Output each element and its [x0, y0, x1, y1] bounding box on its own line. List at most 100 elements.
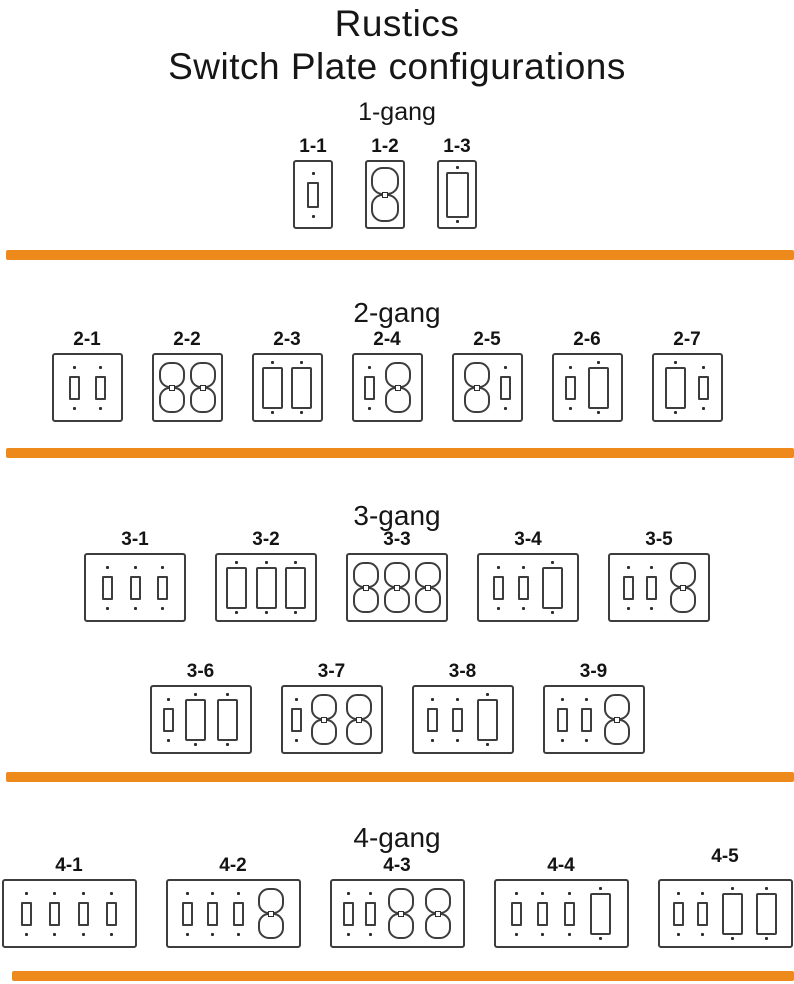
screw-icon — [569, 406, 573, 410]
outlet-circle — [384, 562, 410, 588]
outlet-circle — [311, 719, 337, 745]
toggle-lever — [646, 575, 657, 600]
toggle-switch-icon — [106, 891, 118, 936]
rocker-button — [590, 892, 612, 935]
screw-icon — [730, 937, 734, 940]
plate-unit: 3-9 — [542, 662, 645, 754]
plate-label: 3-8 — [448, 661, 477, 682]
toggle-switch-icon — [49, 891, 61, 936]
toggle-lever — [207, 901, 219, 926]
orange-divider — [12, 971, 794, 981]
toggle-lever — [94, 375, 106, 400]
rocker-button — [255, 566, 277, 609]
rocker-switch-icon — [285, 561, 307, 614]
toggle-lever — [363, 375, 375, 400]
screw-icon — [24, 932, 28, 936]
switch-plate-4-2 — [165, 879, 301, 948]
toggle-switch-icon — [342, 891, 354, 936]
rocker-button — [665, 366, 687, 409]
screw-icon — [455, 220, 459, 223]
toggle-lever — [106, 901, 118, 926]
rocker-button — [721, 892, 743, 935]
screw-icon — [160, 606, 164, 610]
toggle-switch-icon — [537, 891, 549, 936]
plate-label: 2-4 — [373, 329, 401, 350]
toggle-switch-icon — [365, 891, 377, 936]
plate-label: 3-2 — [252, 529, 280, 550]
toggle-lever — [697, 375, 709, 400]
screw-icon — [294, 611, 298, 614]
screw-icon — [81, 932, 85, 936]
screw-icon — [300, 361, 304, 364]
outlet-circle — [669, 562, 696, 588]
switch-plate-3-6 — [149, 685, 252, 754]
section-header-2-gang: 2-gang — [353, 297, 441, 328]
screw-icon — [160, 565, 164, 569]
rocker-switch-icon — [665, 361, 687, 414]
duplex-outlet-icon — [311, 694, 337, 745]
screw-icon — [567, 932, 571, 936]
toggle-lever — [557, 707, 568, 732]
toggle-switch-icon — [622, 565, 634, 610]
plate-label: 2-3 — [273, 329, 301, 350]
plate-label: 3-4 — [514, 529, 542, 550]
screw-icon — [521, 606, 525, 610]
outlet-circle — [158, 387, 185, 413]
screw-icon — [166, 738, 170, 742]
screw-icon — [701, 365, 705, 369]
toggle-lever — [181, 901, 193, 926]
plate-label: 4-1 — [55, 855, 83, 876]
toggle-switch-icon — [363, 365, 375, 410]
toggle-lever — [291, 707, 303, 732]
plate-unit: 1-2 — [365, 137, 405, 229]
rocker-switch-icon — [261, 361, 283, 414]
screw-icon — [485, 743, 489, 746]
screw-icon — [110, 932, 114, 936]
screw-icon — [561, 697, 564, 701]
screw-icon — [521, 565, 525, 569]
center-screw-icon — [355, 716, 362, 723]
screw-icon — [541, 891, 545, 895]
rocker-button — [476, 698, 498, 741]
screw-icon — [264, 611, 268, 614]
toggle-switch-icon — [580, 697, 592, 742]
rocker-switch-icon — [255, 561, 277, 614]
duplex-outlet-icon — [353, 562, 379, 613]
switch-plate-4-5 — [657, 879, 793, 948]
screw-icon — [236, 891, 240, 895]
screw-icon — [367, 406, 371, 410]
plate-unit: 4-3 — [329, 856, 465, 948]
screw-icon — [295, 738, 299, 742]
rocker-switch-icon — [590, 887, 612, 940]
toggle-lever — [307, 181, 319, 208]
center-screw-icon — [168, 384, 175, 391]
rocker-button — [291, 366, 313, 409]
rocker-switch-icon — [445, 166, 469, 223]
toggle-switch-icon — [517, 565, 529, 610]
toggle-switch-icon — [307, 171, 319, 218]
toggle-switch-icon — [207, 891, 219, 936]
screw-icon — [674, 361, 678, 364]
rocker-switch-icon — [217, 693, 239, 746]
outlet-circle — [345, 719, 372, 745]
switch-plate-4-1 — [1, 879, 137, 948]
plate-unit: 3-2 — [215, 530, 317, 622]
plate-label: 3-5 — [645, 529, 673, 550]
plate-unit: 2-4 — [351, 329, 423, 422]
duplex-outlet-icon — [384, 362, 411, 413]
screw-icon — [485, 693, 489, 696]
orange-divider — [6, 448, 794, 458]
screw-icon — [185, 932, 189, 936]
plate-unit: 2-6 — [551, 330, 623, 422]
outlet-circle — [353, 587, 379, 613]
screw-icon — [24, 891, 28, 895]
plate-label: 2-5 — [473, 329, 501, 350]
toggle-lever — [563, 901, 575, 926]
duplex-outlet-icon — [189, 362, 216, 413]
screw-icon — [676, 891, 680, 895]
screw-icon — [194, 693, 197, 696]
duplex-outlet-icon — [345, 694, 372, 745]
screw-icon — [185, 891, 189, 895]
plate-unit: 3-8 — [411, 661, 514, 754]
